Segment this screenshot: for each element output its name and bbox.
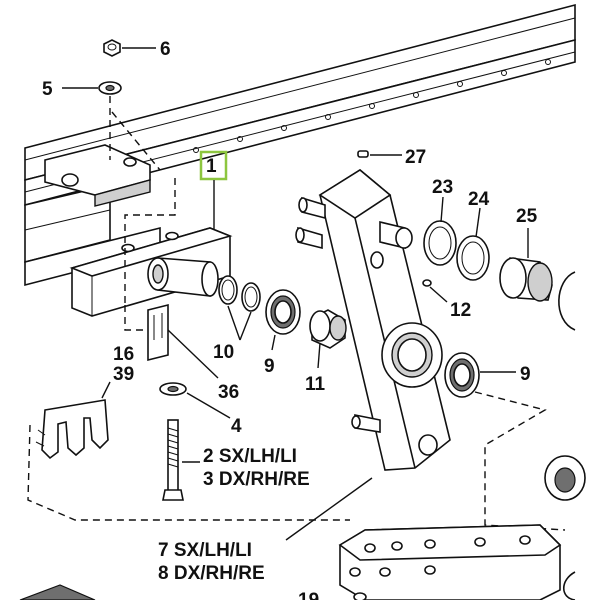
part-39-spring-clip	[35, 399, 109, 460]
part-9-bearing-left	[265, 289, 301, 335]
part-4-washer	[159, 382, 187, 396]
part-1-support-block	[69, 227, 233, 317]
part-24-o-ring	[456, 235, 490, 281]
part-16-clip	[147, 303, 169, 362]
callout-23: 23	[432, 177, 453, 198]
callout-9-right: 9	[520, 364, 531, 385]
callout-1-highlight	[199, 150, 228, 181]
part-5-washer	[98, 81, 122, 95]
callout-36: 36	[218, 382, 239, 403]
callout-9-left: 9	[264, 356, 275, 377]
part-9-bearing-right	[444, 352, 480, 398]
callout-2: 2 SX/LH/LI	[203, 446, 297, 467]
part-6-nut	[103, 39, 121, 57]
part-27-pin	[357, 150, 369, 158]
part-12-grease-nipple	[422, 279, 432, 287]
part-11-bushing	[309, 309, 347, 349]
rail-bracket	[44, 144, 151, 207]
callout-16: 16	[113, 344, 134, 365]
callout-12: 12	[450, 300, 471, 321]
callout-6: 6	[160, 39, 171, 60]
part-10-shims	[218, 275, 261, 312]
part-23-o-ring	[423, 220, 457, 266]
callout-8: 8 DX/RH/RE	[158, 563, 265, 584]
part-2-3-bolt	[162, 419, 184, 501]
callout-25: 25	[516, 206, 538, 227]
part-25-sleeve	[499, 257, 553, 302]
part-7-8-plate	[338, 524, 562, 600]
right-edge-parts	[544, 271, 586, 501]
pivot-arm	[295, 169, 451, 471]
callout-24: 24	[468, 189, 490, 210]
callout-19: 19	[298, 590, 319, 600]
callout-27: 27	[405, 147, 426, 168]
callout-1: 1	[206, 156, 217, 177]
callout-3: 3 DX/RH/RE	[203, 469, 310, 490]
callout-5: 5	[42, 79, 53, 100]
callout-10: 10	[213, 342, 234, 363]
callout-39: 39	[113, 364, 134, 385]
callout-4: 4	[231, 416, 242, 437]
bottom-edge-parts	[19, 571, 576, 600]
callout-7: 7 SX/LH/LI	[158, 540, 252, 561]
callout-11: 11	[305, 374, 326, 395]
